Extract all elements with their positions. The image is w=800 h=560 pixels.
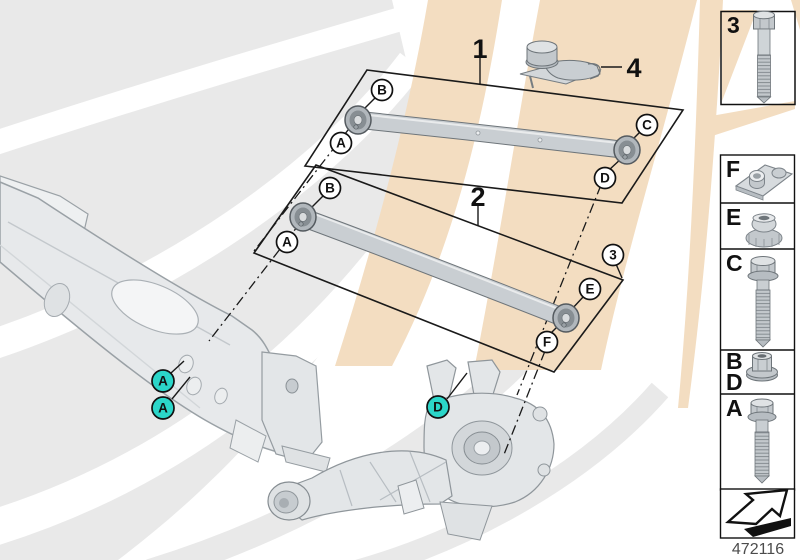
callout-kit-3[interactable]: 3: [601, 243, 625, 267]
highlight-callouts: A A D: [151, 369, 450, 420]
svg-text:C: C: [726, 250, 743, 276]
svg-text:C: C: [642, 118, 652, 133]
svg-text:B: B: [377, 83, 387, 98]
callout-arm2-a[interactable]: A: [275, 230, 299, 254]
svg-text:A: A: [726, 395, 743, 421]
svg-text:D: D: [433, 400, 443, 415]
watermark-peach-ribbons: [335, 0, 800, 408]
control-arm-upper: [344, 105, 641, 165]
legend-label-3: 3: [727, 12, 740, 38]
svg-text:D: D: [726, 369, 743, 395]
callout-circles: B A C D B A E F: [275, 78, 659, 354]
svg-text:A: A: [158, 374, 168, 389]
svg-text:A: A: [336, 136, 346, 151]
legend-cell-a[interactable]: A: [726, 395, 777, 484]
collar-nut-icon: [745, 213, 783, 248]
legend-cell-e[interactable]: E: [726, 204, 783, 248]
callout-arm2-b[interactable]: B: [318, 176, 342, 200]
svg-text:B: B: [325, 181, 335, 196]
part-label-4[interactable]: 4: [626, 53, 641, 83]
svg-text:F: F: [543, 335, 551, 350]
svg-text:D: D: [600, 171, 610, 186]
legend-cell-f[interactable]: F: [726, 156, 794, 201]
hex-bolt-icon: [753, 10, 775, 104]
flange-nut-icon: [746, 352, 778, 382]
subframe-artwork: [0, 175, 331, 473]
callout-arm1-d[interactable]: D: [593, 166, 617, 190]
callout-subframe-a-rear[interactable]: A: [151, 396, 175, 420]
bushing-arm1-left: [344, 105, 372, 135]
legend-sidebar: 3 F: [719, 10, 796, 558]
part-label-1[interactable]: 1: [472, 34, 487, 64]
svg-text:B: B: [726, 348, 743, 374]
callout-arm2-e[interactable]: E: [578, 277, 602, 301]
svg-text:E: E: [726, 204, 741, 230]
diagram-code: 472116: [732, 541, 784, 558]
svg-text:F: F: [726, 156, 740, 182]
svg-text:3: 3: [609, 248, 617, 263]
callout-subframe-a-front[interactable]: A: [151, 369, 175, 393]
control-arm-lower: [289, 202, 580, 333]
legend-cell-bd[interactable]: B D: [726, 348, 778, 395]
callout-knuckle-d[interactable]: D: [426, 395, 450, 419]
cage-nut-icon: [734, 164, 794, 201]
svg-text:A: A: [158, 401, 168, 416]
svg-text:E: E: [585, 282, 594, 297]
bushing-arm2-right: [552, 303, 580, 333]
group-frame-1: [303, 69, 685, 204]
flange-bolt-icon: [747, 398, 777, 484]
flange-bolt-long-icon: [747, 256, 779, 348]
wheel-carrier-artwork: [267, 359, 555, 541]
callout-arm2-f[interactable]: F: [535, 330, 559, 354]
bushing-arm1-right: [613, 135, 641, 165]
direction-arrow-box: [719, 488, 796, 539]
callout-arm1-b[interactable]: B: [370, 78, 394, 102]
bushing-arm2-left: [289, 202, 317, 232]
svg-text:A: A: [282, 235, 292, 250]
legend-box-bolt3[interactable]: 3: [720, 10, 796, 106]
callout-arm1-a[interactable]: A: [329, 131, 353, 155]
part-label-2[interactable]: 2: [470, 182, 485, 212]
callout-arm1-c[interactable]: C: [635, 113, 659, 137]
legend-cell-c[interactable]: C: [726, 250, 779, 348]
bracket-part4-artwork: [519, 40, 602, 89]
direction-of-travel-arrow-icon: [725, 488, 791, 537]
